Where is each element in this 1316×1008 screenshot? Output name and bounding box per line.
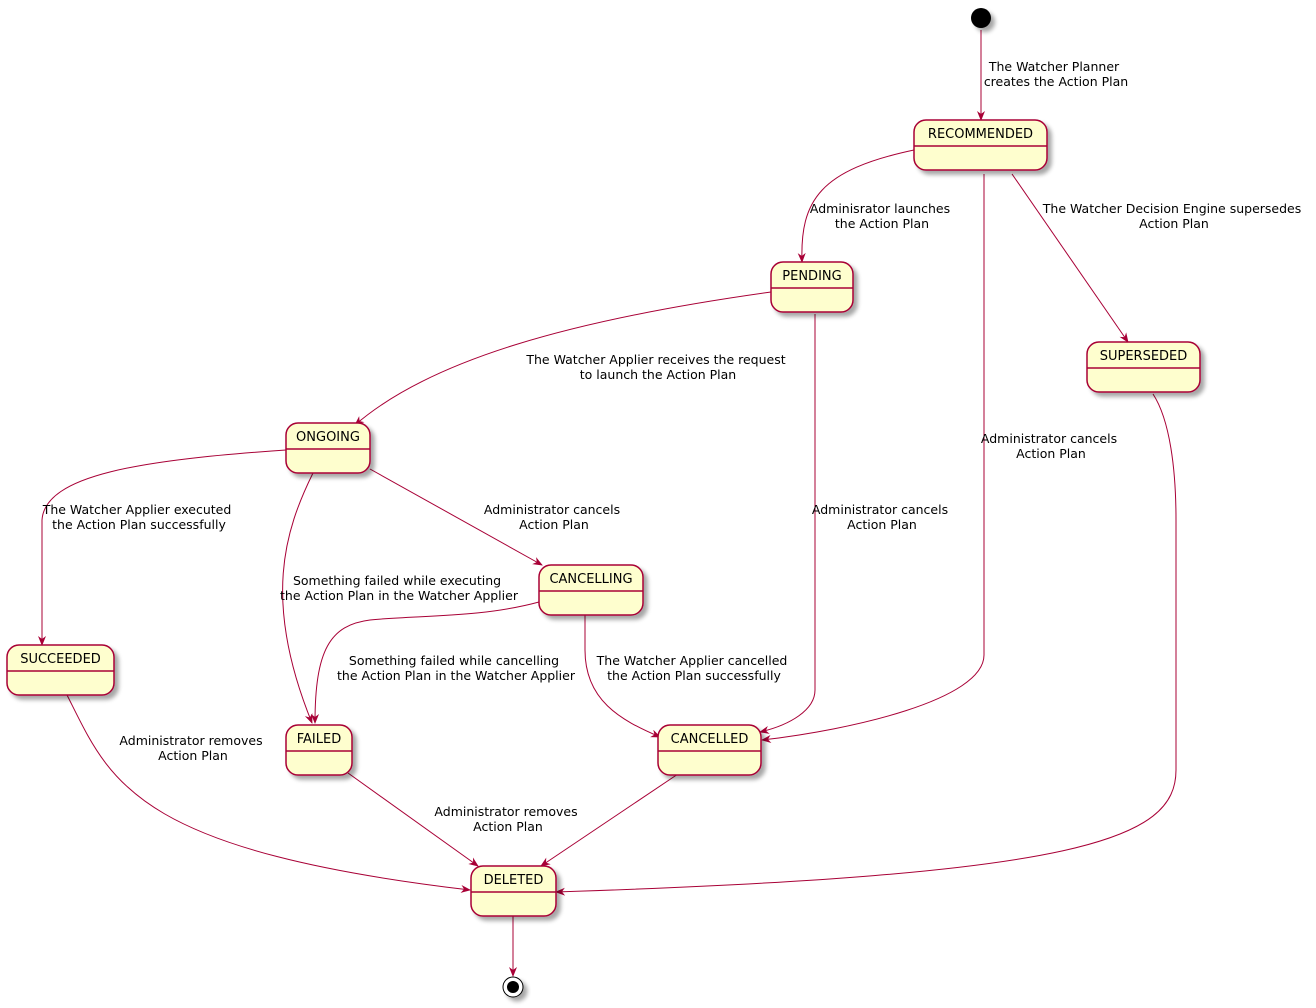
state-label: CANCELLING [549,572,632,587]
state-label: SUPERSEDED [1100,349,1188,364]
state-label: FAILED [297,732,341,747]
edge-ongoing-succeeded [38,449,287,646]
state-label: ONGOING [296,430,360,445]
state-label: CANCELLED [671,732,749,747]
label-failed-deleted: Administrator removes Action Plan [434,804,581,834]
edge-succeeded-deleted [66,694,471,893]
edge-recommended-cancelled [761,174,985,743]
state-deleted[interactable]: DELETED [470,865,557,917]
label-ongoing-succeeded: The Watcher Applier executed the Action … [42,502,236,532]
label-cancelling-cancelled: The Watcher Applier cancelled the Action… [596,653,792,683]
state-failed[interactable]: FAILED [285,724,353,776]
state-label: PENDING [782,269,841,284]
state-cancelling[interactable]: CANCELLING [538,564,644,616]
transition-labels: The Watcher Planner creates the Action P… [42,59,1305,834]
state-ongoing[interactable]: ONGOING [285,422,371,474]
label-start-recommended: The Watcher Planner creates the Action P… [984,59,1128,89]
label-succeeded-deleted: Administrator removes Action Plan [119,733,266,763]
label-ongoing-cancelling: Administrator cancels Action Plan [484,502,624,532]
label-pending-cancelled: Administrator cancels Action Plan [812,502,952,532]
edge-cancelling-cancelled [584,615,661,738]
initial-state-icon [971,8,991,28]
edge-cancelling-failed [311,601,540,724]
state-label: DELETED [484,873,544,888]
state-label: RECOMMENDED [928,127,1033,142]
edge-ongoing-failed [282,472,314,724]
edge-pending-ongoing [354,291,772,426]
label-pending-ongoing: The Watcher Applier receives the request… [525,352,789,382]
label-cancelling-failed: Something failed while cancelling the Ac… [337,653,576,683]
state-succeeded[interactable]: SUCCEEDED [6,644,115,696]
transitions [38,30,1177,977]
edge-cancelled-deleted [540,773,679,867]
state-pending[interactable]: PENDING [770,261,854,313]
edge-pending-cancelled [759,314,816,734]
label-recommended-cancelled: Administrator cancels Action Plan [981,431,1121,461]
edge-recommended-pending [797,149,915,263]
state-cancelled[interactable]: CANCELLED [657,724,762,776]
state-recommended[interactable]: RECOMMENDED [913,119,1048,171]
edge-failed-deleted [347,772,479,867]
label-recommended-pending: Adminisrator launches the Action Plan [810,201,954,231]
edge-superseded-deleted [555,393,1177,896]
final-state-icon [502,976,524,998]
edge-ongoing-cancelling [369,468,543,566]
label-recommended-superseded: The Watcher Decision Engine supersedes A… [1042,201,1305,231]
edge-recommended-superseded [1011,173,1129,343]
state-label: SUCCEEDED [20,652,101,667]
label-ongoing-failed: Something failed while executing the Act… [280,573,519,603]
state-superseded[interactable]: SUPERSEDED [1086,341,1201,393]
